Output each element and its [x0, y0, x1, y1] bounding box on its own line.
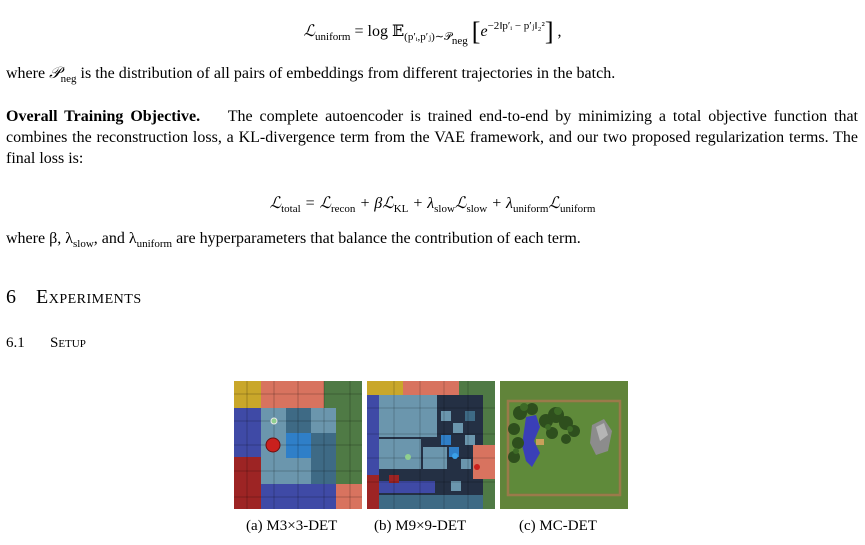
where-pre: where — [6, 65, 50, 82]
subsection-heading: 6.1 Setup — [6, 335, 86, 352]
eqt-d-sub: slow — [434, 203, 455, 215]
figure-c-minecraft-scene — [500, 381, 628, 509]
agent-marker-icon — [474, 464, 480, 470]
eqt-c-sub: KL — [393, 203, 409, 215]
objective-heading: Overall Training Objective. — [6, 108, 201, 125]
subsection-number: 6.1 — [6, 335, 25, 351]
eqt-a-sub: total — [281, 203, 301, 215]
subsection-title: Setup — [50, 335, 86, 351]
eq-exp-base: e — [480, 23, 488, 40]
agent-marker-icon — [265, 437, 281, 453]
hyper-a-sub: slow — [72, 238, 94, 251]
caption-c: (c) MC-DET — [519, 518, 597, 534]
eqt-b: = ℒ — [300, 195, 331, 212]
equation-uniform: ℒuniform = log 𝔼(p′ᵢ,p′ⱼ)∼𝒫neg [e−2‖p′ᵢ … — [0, 17, 865, 47]
eqt-e-sub: slow — [466, 203, 488, 215]
eqt-a: ℒ — [269, 195, 282, 212]
where-sym: 𝒫 — [49, 65, 61, 82]
eqt-b-sub: recon — [331, 203, 356, 215]
eq-bracket-open: [ — [471, 17, 481, 46]
caption-b: (b) M9×9-DET — [374, 518, 467, 534]
eq-lhs: ℒ — [303, 23, 316, 40]
eqt-g: ℒ — [548, 195, 560, 212]
hyper-a: where β, λ — [6, 230, 73, 247]
objective-paragraph: Overall Training Objective. The complete… — [6, 106, 858, 169]
eqt-f-sub: uniform — [512, 203, 549, 215]
eqt-f: + λ — [487, 195, 513, 212]
caption-a: (a) M3×3-DET — [246, 518, 338, 534]
water-pool — [522, 415, 540, 467]
section-title: Experiments — [36, 286, 142, 308]
figure-a-maze-3x3 — [234, 381, 362, 509]
eq-expect-subsub: neg — [451, 35, 468, 47]
eqt-g-sub: uniform — [559, 203, 596, 215]
eqt-d: + λ — [408, 195, 435, 212]
eq-trail: , — [557, 23, 562, 40]
where-post: is the distribution of all pairs of embe… — [76, 65, 616, 82]
section-heading: 6 Experiments — [6, 286, 142, 309]
eq-exp-sup: −2‖p′ᵢ − p′ⱼ‖₂² — [487, 20, 545, 32]
where-line-hyper: where β, λslow, and λuniform are hyperpa… — [6, 230, 581, 250]
secondary-marker-icon — [452, 453, 458, 459]
eq-expect-sub: (p′ᵢ,p′ⱼ)∼𝒫 — [404, 31, 452, 43]
eq-bracket-close: ] — [544, 17, 554, 46]
eqt-c: + βℒ — [355, 195, 394, 212]
hyper-b-sub: uniform — [136, 238, 173, 251]
goal-marker-icon — [405, 454, 411, 460]
objective-body: The complete autoencoder is trained end-… — [6, 108, 859, 167]
hyper-c: are hyperparameters that balance the con… — [172, 230, 581, 247]
hyper-b: , and λ — [93, 230, 137, 247]
goal-marker-icon — [270, 417, 278, 425]
where-sym-sub: neg — [60, 73, 77, 86]
equation-total: ℒtotal = ℒrecon + βℒKL + λslowℒslow + λu… — [0, 193, 865, 215]
figure-b-maze-9x9 — [367, 381, 495, 509]
where-line-neg: where 𝒫neg is the distribution of all pa… — [6, 65, 615, 85]
section-number: 6 — [6, 286, 16, 308]
eq-lhs-sub: uniform — [315, 31, 351, 43]
eqt-e: ℒ — [454, 195, 467, 212]
eq-op: = log 𝔼 — [354, 23, 405, 40]
